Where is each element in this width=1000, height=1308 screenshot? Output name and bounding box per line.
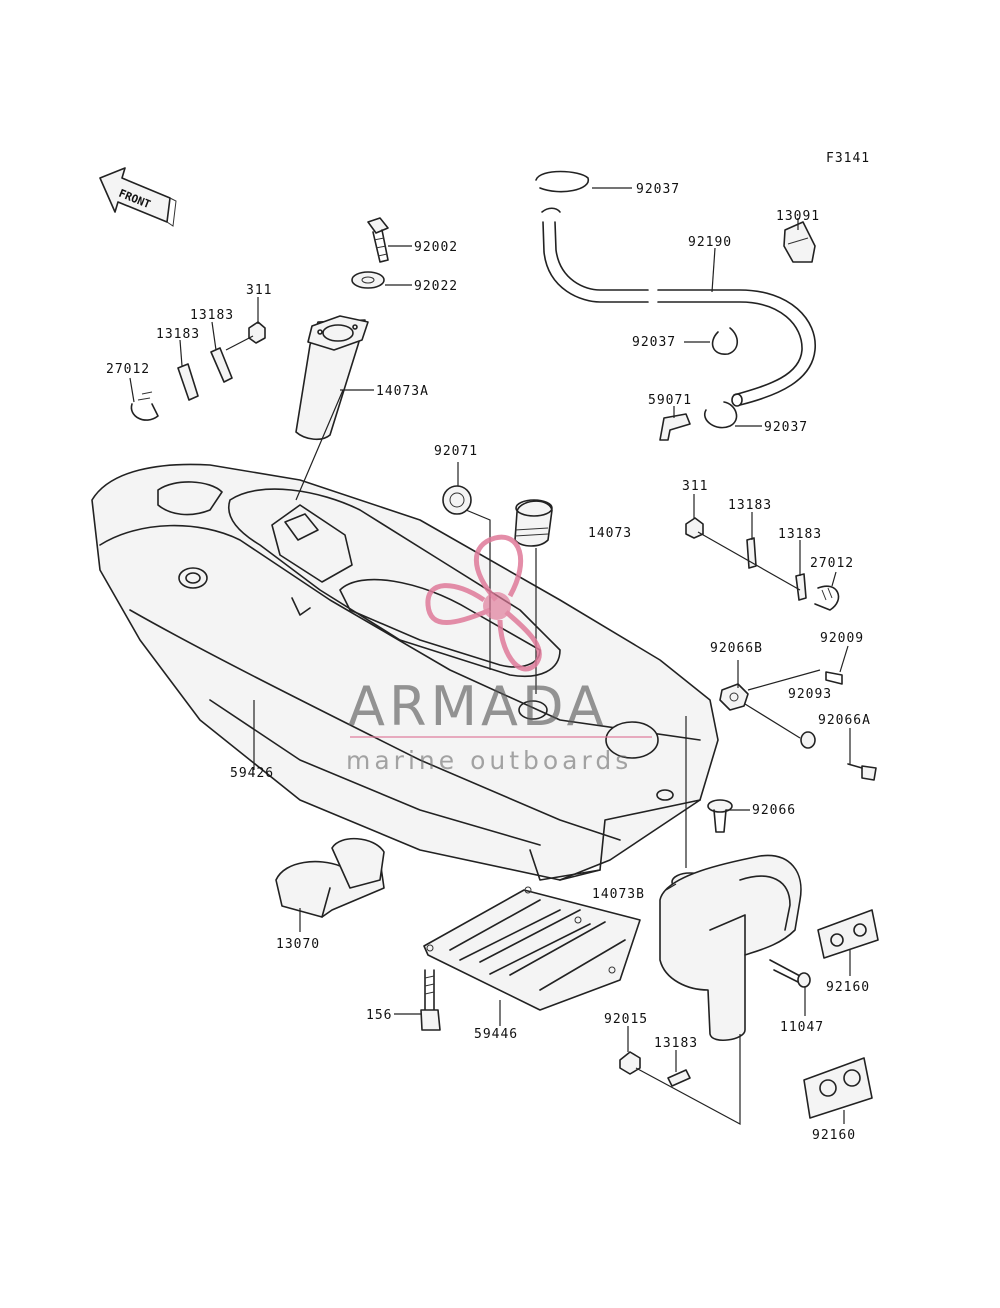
label-13183-left-1: 13183 bbox=[190, 308, 234, 323]
label-156: 156 bbox=[366, 1008, 392, 1023]
part-156-bolt bbox=[420, 969, 441, 1031]
label-13183-right-2: 13183 bbox=[778, 527, 822, 542]
label-59071: 59071 bbox=[648, 393, 692, 408]
propeller-hub-icon bbox=[483, 592, 511, 620]
part-13183-links-right bbox=[697, 531, 807, 601]
label-92160-b: 92160 bbox=[812, 1128, 856, 1143]
part-92015-nut bbox=[619, 1051, 641, 1075]
watermark-title: ARMADA bbox=[348, 675, 608, 738]
label-59446: 59446 bbox=[474, 1027, 518, 1042]
label-13183-left-2: 13183 bbox=[156, 327, 200, 342]
part-92160-gasket-b bbox=[803, 1057, 873, 1119]
part-13091-bracket bbox=[783, 221, 816, 263]
part-13070-duct bbox=[275, 837, 385, 918]
part-92160-gasket-a bbox=[817, 909, 879, 959]
label-92002: 92002 bbox=[414, 240, 458, 255]
label-92160-a: 92160 bbox=[826, 980, 870, 995]
part-59446-grate bbox=[423, 886, 641, 1011]
label-311-right: 311 bbox=[682, 479, 708, 494]
part-14073-duct bbox=[514, 499, 553, 547]
label-92037-top: 92037 bbox=[636, 182, 680, 197]
label-59426: 59426 bbox=[230, 766, 274, 781]
propeller-icon bbox=[425, 534, 542, 672]
part-13183-links-left bbox=[177, 335, 254, 401]
figure-code: F3141 bbox=[826, 151, 870, 166]
part-59071-fitting bbox=[659, 413, 691, 441]
hull-body bbox=[91, 463, 719, 881]
label-92093: 92093 bbox=[788, 687, 832, 702]
label-92015: 92015 bbox=[604, 1012, 648, 1027]
label-27012-left: 27012 bbox=[106, 362, 150, 377]
label-13183-bottom: 13183 bbox=[654, 1036, 698, 1051]
part-92022-washer bbox=[351, 271, 385, 289]
part-92190-hose bbox=[542, 221, 816, 407]
label-14073: 14073 bbox=[588, 526, 632, 541]
front-arrow-icon: FRONT bbox=[99, 167, 177, 227]
part-92037-clamp-top bbox=[535, 170, 589, 213]
part-14073B-muffler bbox=[659, 854, 802, 1042]
label-92190: 92190 bbox=[688, 235, 732, 250]
label-92066B: 92066B bbox=[710, 641, 763, 656]
label-14073B: 14073B bbox=[592, 887, 645, 902]
part-27012-clip-right bbox=[814, 585, 840, 611]
armada-watermark-logo: ARMADA marine outboards bbox=[346, 534, 652, 775]
watermark-subtitle: marine outboards bbox=[346, 746, 632, 775]
label-92037-mid: 92037 bbox=[632, 335, 676, 350]
part-13183-link-bottom bbox=[635, 1034, 741, 1126]
label-92066: 92066 bbox=[752, 803, 796, 818]
part-92093-washer bbox=[800, 731, 816, 749]
part-92037-clamp-right bbox=[703, 401, 738, 429]
label-92009: 92009 bbox=[820, 631, 864, 646]
label-92066A: 92066A bbox=[818, 713, 871, 728]
label-13091: 13091 bbox=[776, 209, 820, 224]
part-92037-clamp-mid bbox=[711, 327, 739, 355]
part-92002-bolt bbox=[367, 217, 389, 263]
label-27012-right: 27012 bbox=[810, 556, 854, 571]
part-92066-plug bbox=[707, 799, 733, 833]
part-311-nut-left bbox=[248, 321, 266, 344]
part-14073A-tube bbox=[295, 315, 369, 441]
label-92071: 92071 bbox=[434, 444, 478, 459]
label-11047: 11047 bbox=[780, 1020, 824, 1035]
part-11047-pin bbox=[769, 959, 811, 988]
part-92071-seal bbox=[442, 485, 472, 515]
part-27012-clip-left bbox=[130, 391, 159, 421]
label-311-left: 311 bbox=[246, 283, 272, 298]
label-92037-right: 92037 bbox=[764, 420, 808, 435]
part-92009-screw bbox=[825, 671, 843, 685]
part-311-nut-right bbox=[685, 517, 704, 539]
label-92022: 92022 bbox=[414, 279, 458, 294]
part-92066A-plug bbox=[847, 763, 877, 781]
label-14073A: 14073A bbox=[376, 384, 429, 399]
leader-lines bbox=[129, 187, 851, 1124]
part-92066B-fitting bbox=[719, 683, 749, 711]
label-13070: 13070 bbox=[276, 937, 320, 952]
label-13183-right-1: 13183 bbox=[728, 498, 772, 513]
